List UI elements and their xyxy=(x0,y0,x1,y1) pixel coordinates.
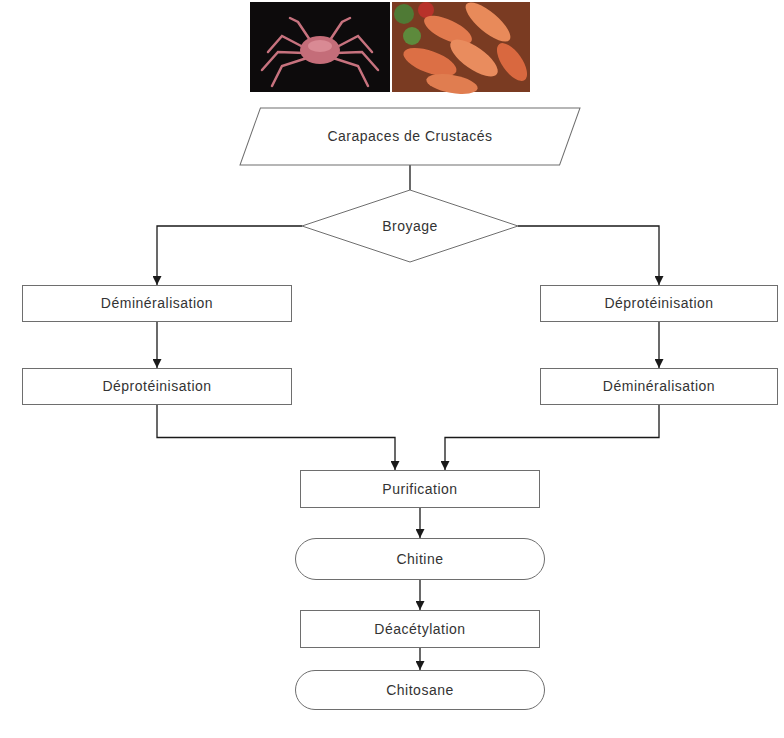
leaf xyxy=(403,27,421,45)
flow-arrow xyxy=(157,226,302,285)
input-parallelogram: Carapaces de Crustacés xyxy=(240,108,580,165)
shape-outline xyxy=(302,190,518,262)
flow-arrow xyxy=(419,648,420,670)
node-label: Purification xyxy=(382,481,457,498)
flow-arrow xyxy=(419,508,420,538)
flow-arrow xyxy=(445,405,659,470)
flow-arrow xyxy=(156,322,157,368)
crab-body xyxy=(300,36,340,64)
node-label: Broyage xyxy=(382,218,438,235)
crab-photo xyxy=(250,2,390,92)
node-label: Chitine xyxy=(396,551,443,568)
photo-ground xyxy=(250,2,390,92)
decision-diamond: Broyage xyxy=(302,190,518,262)
shrimp xyxy=(491,38,533,86)
node-label: Chitosane xyxy=(386,682,454,699)
process-box: Déprotéinisation xyxy=(22,368,292,405)
shrimp xyxy=(460,0,516,48)
flow-arrow xyxy=(658,322,659,368)
node-label: Carapaces de Crustacés xyxy=(327,128,492,145)
process-box: Purification xyxy=(300,470,540,508)
flow-arrow xyxy=(409,165,410,190)
flow-arrow xyxy=(518,226,659,285)
crab-legs xyxy=(262,18,378,86)
process-box: Déprotéinisation xyxy=(540,285,778,322)
node-label: Déprotéinisation xyxy=(102,378,211,395)
node-label: Déacétylation xyxy=(374,621,465,638)
node-label: Déminéralisation xyxy=(603,378,715,395)
terminal-stadium: Chitosane xyxy=(295,670,545,710)
node-label: Déprotéinisation xyxy=(604,295,713,312)
shrimp-photo xyxy=(392,0,533,97)
crab-shell-highlight xyxy=(308,40,332,52)
node-label: Déminéralisation xyxy=(101,295,213,312)
terminal-stadium: Chitine xyxy=(295,538,545,580)
shrimp xyxy=(425,71,479,98)
flow-arrow xyxy=(157,405,395,470)
leaf xyxy=(394,4,414,24)
process-box: Déminéralisation xyxy=(22,285,292,322)
shape-outline xyxy=(240,108,580,165)
tomato xyxy=(418,2,434,18)
flow-arrow xyxy=(419,580,420,610)
process-box: Déminéralisation xyxy=(540,368,778,405)
process-box: Déacétylation xyxy=(300,610,540,648)
